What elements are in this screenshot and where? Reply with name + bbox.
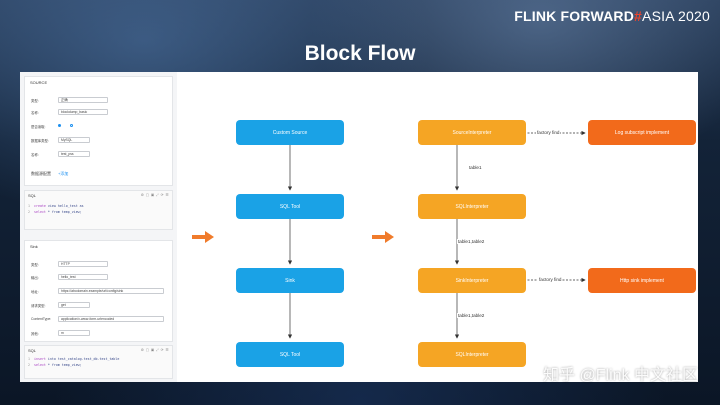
code-line: 1 insert into test_catalog.test_db.test_t… (28, 357, 119, 361)
brand-event: ASIA 2020 (642, 8, 710, 24)
code-text: * from temp_view; (45, 363, 82, 367)
watermark: 知乎 @Flink 中文社区 (543, 367, 698, 384)
content-area: SOURCE 类型: 正确 名称: blockdump_basic 是否读取: … (20, 72, 698, 382)
db-type-select[interactable]: MySQL (58, 137, 90, 143)
config-label: 数据源配置 (31, 171, 51, 176)
brand-hash: # (634, 8, 643, 24)
sink-type-select[interactable]: HTTP (58, 261, 108, 267)
code-keyword: insert (34, 357, 46, 361)
form-row: 类型: 正确 (31, 97, 171, 103)
form-row: 地址: https://abcdomain.example/url/config… (31, 288, 171, 294)
sink-card: Sink 类型: HTTP 输出: hello_test 地址: https:/… (24, 240, 173, 342)
request-type-select[interactable]: get (58, 302, 90, 308)
code-line: 1 create view hello_test as (28, 204, 84, 208)
radio-no[interactable] (69, 124, 73, 127)
right-arrow-icon (192, 231, 214, 243)
edge-label: table1,table2 (457, 313, 486, 318)
node-sink[interactable]: Sink (236, 268, 344, 293)
node-sql-interpreter-1[interactable]: SQLInterpreter (418, 194, 526, 219)
field-label: ContentType: (31, 317, 52, 321)
code-keyword: select (34, 210, 46, 214)
source-card: SOURCE 类型: 正确 名称: blockdump_basic 是否读取: … (24, 76, 173, 186)
edge-label: table1 (468, 165, 483, 170)
form-row: 数据库类型: MySQL (31, 137, 171, 143)
content-type-input[interactable]: application/x-www-form-urlencoded (58, 316, 164, 322)
field-label: 名称: (31, 153, 39, 157)
other-input[interactable]: m (58, 330, 90, 336)
sql-editor-2[interactable]: SQL ⚙ ▢ ▣ ⤢ ⟳ ☰ 1 insert into test_catalo… (24, 345, 173, 379)
form-row: 其他: m (31, 330, 171, 336)
node-sql-tool-2[interactable]: SQL Tool (236, 342, 344, 367)
code-text: into test_catalog.test_db.test_table (45, 357, 120, 361)
source-card-title: SOURCE (30, 80, 48, 85)
line-number: 1 (28, 357, 30, 361)
add-config-link[interactable]: +添加 (58, 171, 69, 176)
type-select[interactable]: 正确 (58, 97, 108, 103)
node-http-sink-implement[interactable]: Http sink implement (588, 268, 696, 293)
field-label: 名称: (31, 111, 39, 115)
field-label: 是否读取: (31, 125, 46, 129)
line-number: 2 (28, 210, 30, 214)
code-line: 2 select * from temp_view; (28, 363, 82, 367)
form-row: 输出: hello_test (31, 274, 171, 280)
field-label: 请求类型: (31, 304, 46, 308)
node-source-interpreter[interactable]: SourceInterpreter (418, 120, 526, 145)
node-sql-interpreter-2[interactable]: SQLInterpreter (418, 342, 526, 367)
factory-label: factory find (536, 130, 561, 135)
form-row: ContentType: application/x-www-form-urle… (31, 316, 171, 322)
form-row: 数据源配置 +添加 (31, 170, 171, 176)
sink-url-input[interactable]: https://abcdomain.example/url/config/sin… (58, 288, 164, 294)
code-keyword: create (34, 204, 46, 208)
radio-yes[interactable] (58, 124, 61, 127)
field-label: 地址: (31, 290, 39, 294)
code-text: * from temp_view; (45, 210, 82, 214)
sink-output-input[interactable]: hello_test (58, 274, 108, 280)
code-keyword: select (34, 363, 46, 367)
node-log-subscript-implement[interactable]: Log subscript implement (588, 120, 696, 145)
form-row: 请求类型: get (31, 302, 171, 308)
form-row: 名称: blockdump_basic (31, 109, 171, 115)
sql-toolbar[interactable]: ⚙ ▢ ▣ ⤢ ⟳ ☰ (140, 193, 169, 197)
line-number: 1 (28, 204, 30, 208)
form-panel: SOURCE 类型: 正确 名称: blockdump_basic 是否读取: … (20, 72, 177, 382)
edge-label: table1,table2 (457, 239, 486, 244)
name-input[interactable]: blockdump_basic (58, 109, 108, 115)
form-row: 类型: HTTP (31, 261, 171, 267)
brand-name: FLINK FORWARD (514, 8, 635, 24)
field-label: 类型: (31, 263, 39, 267)
field-label: 类型: (31, 99, 39, 103)
form-row: 名称: test_pss (31, 151, 171, 157)
slide-title: Block Flow (304, 42, 416, 65)
sink-card-title: Sink (30, 244, 38, 249)
field-label: 数据库类型: (31, 139, 49, 143)
radio-group (58, 124, 75, 128)
line-number: 2 (28, 363, 30, 367)
field-label: 输出: (31, 276, 39, 280)
node-custom-source[interactable]: Custom Source (236, 120, 344, 145)
table-name-input[interactable]: test_pss (58, 151, 90, 157)
code-text: view hello_test as (45, 204, 84, 208)
sql-editor-1[interactable]: SQL ⚙ ▢ ▣ ⤢ ⟳ ☰ 1 create view hello_test … (24, 190, 173, 230)
code-line: 2 select * from temp_view; (28, 210, 82, 214)
sql-editor-title: SQL (28, 193, 37, 198)
right-arrow-icon (372, 231, 394, 243)
node-sink-interpreter[interactable]: SinkInterpreter (418, 268, 526, 293)
node-sql-tool-1[interactable]: SQL Tool (236, 194, 344, 219)
sql-editor-title: SQL (28, 348, 37, 353)
brand-logo: FLINK FORWARD#ASIA 2020 (514, 8, 710, 24)
field-label: 其他: (31, 332, 39, 336)
factory-label: factory find (538, 277, 563, 282)
form-row: 是否读取: (31, 123, 171, 129)
flow-connectors (287, 130, 586, 339)
sql-toolbar[interactable]: ⚙ ▢ ▣ ⤢ ⟳ ☰ (140, 348, 169, 352)
